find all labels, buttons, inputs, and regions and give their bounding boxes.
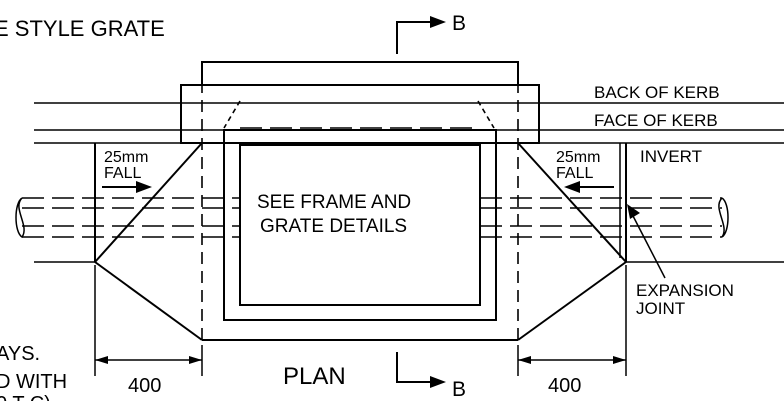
fall-right-word: FALL [556,165,593,182]
section-label-top: B [452,12,466,35]
see-frame-line2: GRATE DETAILS [260,216,407,237]
grate-outer-frame [201,61,519,86]
dim-left-label: 400 [128,375,161,397]
expansion-label-2: JOINT [636,299,685,318]
fall-right-amount: 25mm [556,149,600,166]
pipe-end-right [718,197,729,238]
arrow-head-icon [430,16,446,28]
back-of-kerb-label: BACK OF KERB [594,83,720,102]
note-fragment-3: 0 T C) [0,393,51,401]
fall-left-amount: 25mm [104,149,148,166]
section-marker-bottom: B [396,352,466,401]
wing-left-lower [94,261,203,341]
expansion-leader [631,213,666,279]
grate-inner-rect [239,144,481,306]
dim-arrow-right-a-icon [518,356,531,364]
section-marker-top: B [396,12,466,54]
grate-outer-rect [223,129,497,321]
invert-label: INVERT [640,147,702,166]
section-label-bottom: B [452,378,466,401]
wing-right-upper [517,142,627,263]
expansion-label-1: EXPANSION [636,281,734,300]
note-fragment-2: D WITH [0,371,67,393]
dim-right-label: 400 [548,375,581,397]
title-fragment: E STYLE GRATE [0,16,165,41]
pipe-end-left [15,197,25,239]
face-of-kerb-label: FACE OF KERB [594,111,718,130]
plan-title: PLAN [283,363,346,390]
dim-arrow-left-b-icon [189,356,202,364]
wing-right-lower [517,261,627,341]
wing-left-upper [94,142,203,263]
grate-frame-box [180,84,540,144]
expansion-arrow-icon [627,204,640,219]
fall-arrow-left-icon [136,181,152,193]
fall-arrow-right-icon [564,181,580,193]
hidden-diag-left [223,100,241,129]
dim-arrow-right-b-icon [613,356,626,364]
dim-arrow-left-a-icon [95,356,108,364]
note-fragment-1: AYS. [0,343,40,365]
hidden-diag-right [477,100,495,129]
fall-left-word: FALL [104,165,141,182]
arrow-head-bottom-icon [430,376,446,388]
see-frame-line1: SEE FRAME AND [257,192,411,213]
